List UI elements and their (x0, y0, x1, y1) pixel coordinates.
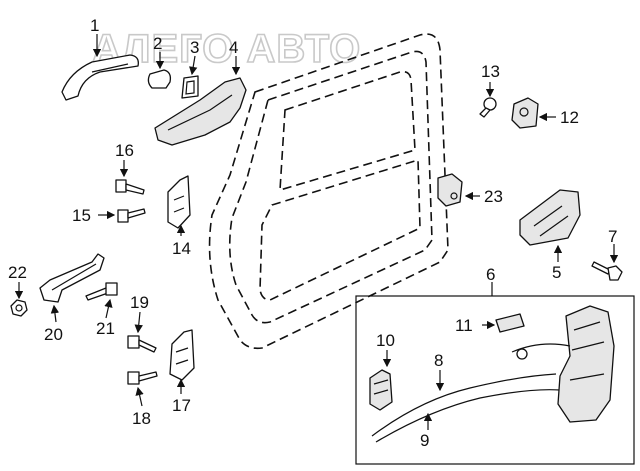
part-7-bolt (591, 244, 623, 281)
part-2-handle-cap (147, 52, 172, 89)
part-14-upper-hinge (167, 175, 191, 236)
part-16-bolt (115, 160, 145, 195)
part-22-nut (10, 282, 28, 317)
callout-23: 23 (484, 187, 503, 206)
callout-17: 17 (172, 396, 191, 415)
part-1-outer-handle (61, 34, 139, 101)
part-10-actuator (369, 350, 393, 411)
callout-18: 18 (132, 409, 151, 428)
part-21-bolt (85, 282, 118, 319)
callout-19: 19 (130, 293, 149, 312)
callout-6: 6 (486, 265, 495, 284)
callout-5: 5 (552, 263, 561, 282)
part-4-handle-bracket (154, 56, 247, 146)
callout-9: 9 (420, 431, 429, 450)
callout-21: 21 (96, 319, 115, 338)
part-18-bolt (127, 371, 158, 407)
callout-20: 20 (44, 325, 63, 344)
callout-7: 7 (608, 227, 617, 246)
callout-14: 14 (172, 239, 191, 258)
part-8-9-cables (371, 370, 561, 443)
part-5-inner-handle (519, 189, 581, 262)
door-latch-unit (511, 305, 615, 423)
callout-11: 11 (455, 316, 473, 335)
callout-22: 22 (8, 263, 27, 282)
part-20-door-check (39, 253, 105, 323)
door-outline (208, 33, 449, 350)
callout-8: 8 (434, 351, 443, 370)
callout-4: 4 (229, 38, 238, 57)
part-6-latch-assembly-box (355, 295, 635, 465)
callout-12: 12 (560, 108, 579, 127)
part-13-screw (479, 82, 497, 118)
callout-1: 1 (90, 16, 99, 35)
callout-10: 10 (376, 331, 395, 350)
callout-15: 15 (72, 206, 91, 225)
callout-16: 16 (115, 141, 134, 160)
part-11-clip (482, 313, 525, 333)
callout-2: 2 (153, 34, 162, 53)
part-12-striker (511, 97, 556, 129)
part-19-bolt (127, 311, 157, 353)
part-3-gasket (181, 55, 199, 99)
part-17-lower-hinge (169, 329, 195, 394)
part-15-bolt (98, 208, 146, 223)
part-23-door-switch (437, 173, 480, 207)
callout-13: 13 (481, 62, 500, 81)
callout-3: 3 (190, 38, 199, 57)
